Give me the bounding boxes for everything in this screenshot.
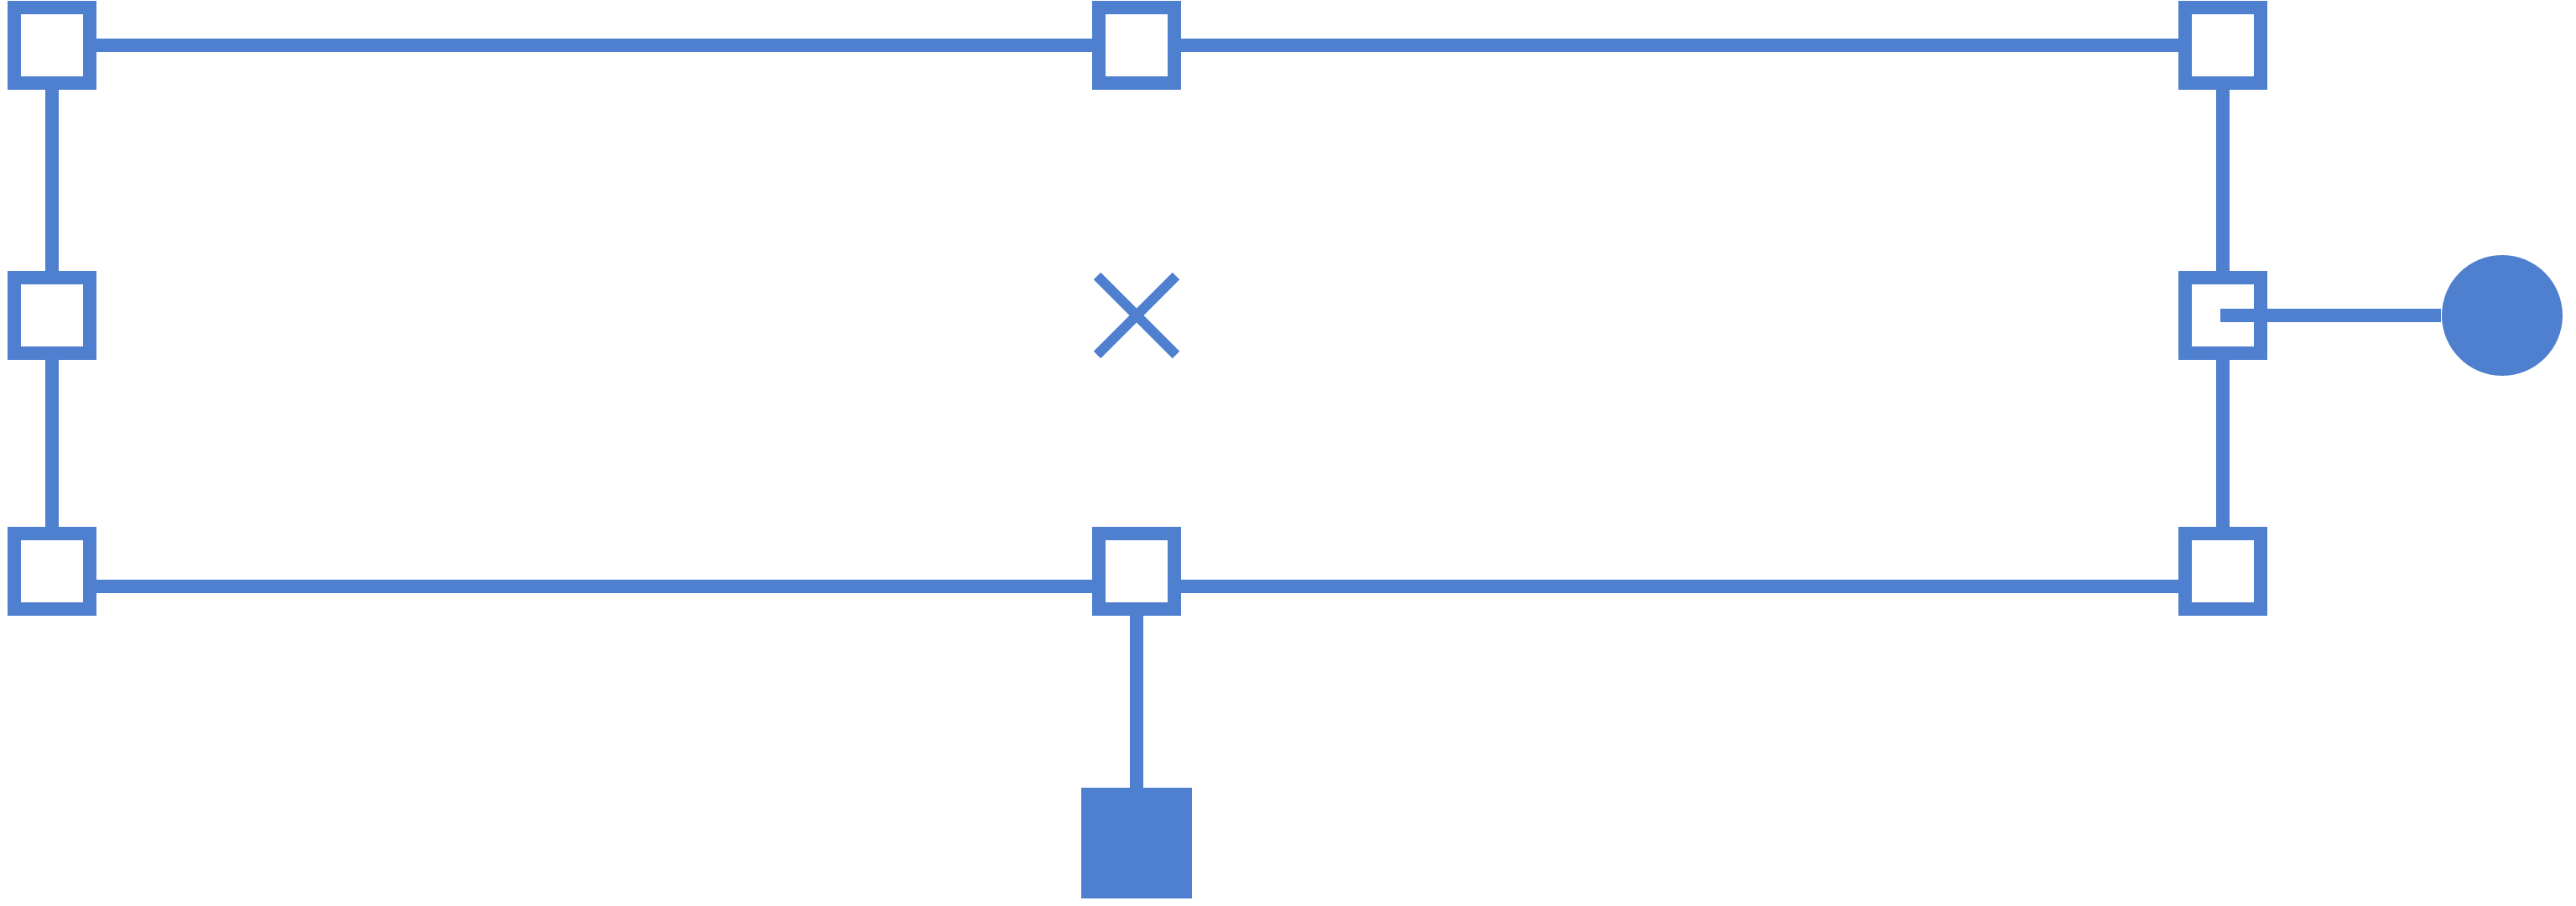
center-mark-stroke-b (1093, 272, 1180, 359)
resize-handle-middle-left[interactable] (8, 271, 96, 360)
resize-handle-bottom-left[interactable] (8, 527, 96, 616)
anchor-handle-square-icon[interactable] (1081, 788, 1192, 898)
resize-handles (8, 1, 2267, 616)
resize-handle-bottom-right[interactable] (2178, 527, 2267, 616)
close-icon (1093, 272, 1180, 359)
resize-handle-top-middle[interactable] (1092, 1, 1181, 90)
resize-handle-top-left[interactable] (8, 1, 96, 90)
resize-handle-bottom-middle[interactable] (1092, 527, 1181, 616)
resize-handle-top-right[interactable] (2178, 1, 2267, 90)
rotation-handle-circle-icon[interactable] (2442, 255, 2563, 376)
